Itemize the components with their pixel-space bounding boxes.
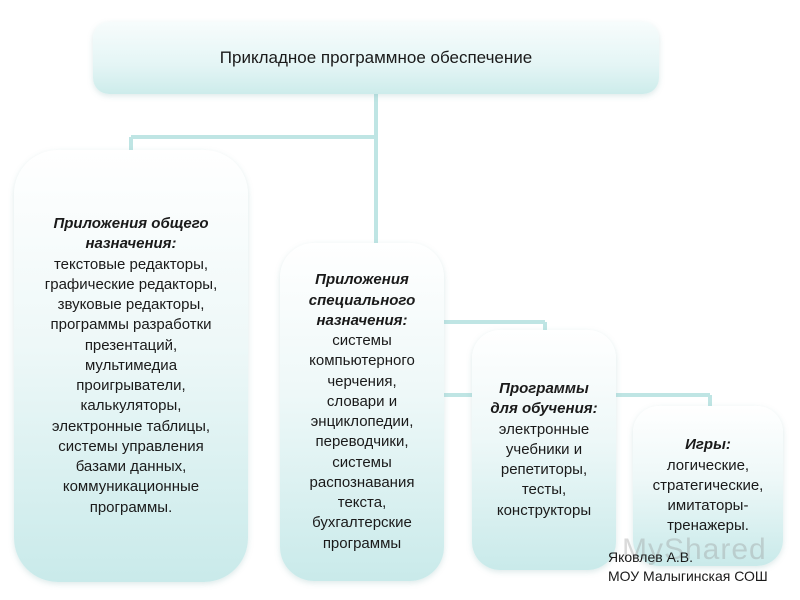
node-games: Игры: логические, стратегические, имитат… — [633, 406, 783, 566]
node-special-text: системы компьютерного черчения, словари … — [309, 332, 415, 552]
node-games-text: логические, стратегические, имитаторы- т… — [652, 456, 764, 535]
root-node: Прикладное программное обеспечение — [93, 22, 659, 94]
node-learning: Программы для обучения: электронные учеб… — [472, 330, 616, 570]
root-label: Прикладное программное обеспечение — [219, 48, 533, 67]
node-general-heading: Приложения общего назначения: — [53, 215, 209, 253]
author-footer: Яковлев А.В. МОУ Малыгинская СОШ — [608, 548, 768, 586]
node-special-heading: Приложения специального назначения: — [308, 271, 416, 329]
school-name: МОУ Малыгинская СОШ — [608, 568, 768, 584]
node-special-purpose: Приложения специального назначения: сист… — [280, 243, 444, 581]
author-name: Яковлев А.В. — [608, 549, 694, 565]
node-games-heading: Игры: — [685, 436, 731, 454]
node-learning-heading: Программы для обучения: — [490, 380, 598, 418]
watermark-logo: MyShared — [622, 533, 767, 566]
node-general-text: текстовые редакторы, графические редакто… — [44, 255, 218, 516]
node-general-purpose: Приложения общего назначения: текстовые … — [14, 150, 248, 582]
node-learning-text: электронные учебники и репетиторы, тесты… — [496, 420, 592, 519]
